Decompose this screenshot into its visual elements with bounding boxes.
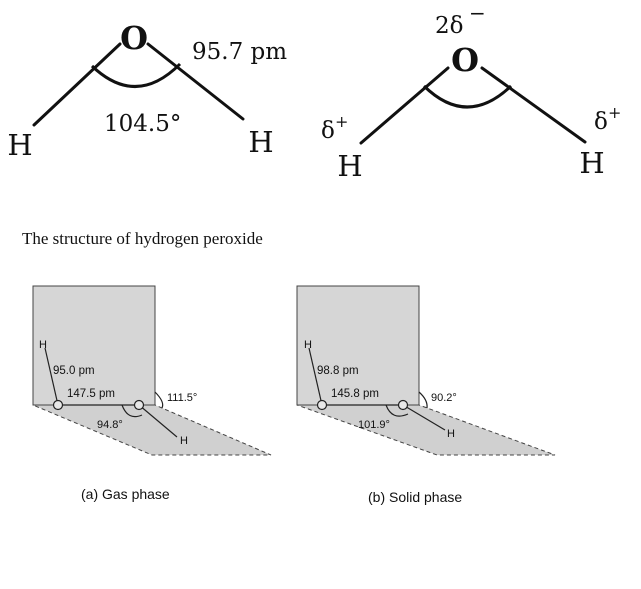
oxygen-atom-right — [133, 399, 145, 411]
bond-length-label: 95.7 pm — [192, 39, 287, 65]
hydrogen-top: H — [304, 339, 312, 351]
hydrogen-top: H — [39, 339, 47, 351]
oh-bond-upper — [44, 347, 59, 406]
ooh-angle-arc — [385, 404, 409, 417]
oxygen-partial-charge: 2δ — [435, 13, 463, 39]
ooh-angle-label: 94.8° — [97, 419, 123, 431]
ooh-angle-arc — [121, 404, 143, 418]
figure-caption: The structure of hydrogen peroxide — [22, 229, 263, 248]
gas-phase-label: (a) Gas phase — [81, 486, 170, 502]
oxygen-charge-sign: − — [469, 1, 486, 25]
oxygen-atom: O — [451, 41, 479, 79]
dihedral-angle-label: 90.2° — [431, 392, 457, 404]
hydrogen-left-charge-sign: + — [335, 112, 348, 131]
vertical-plane — [32, 285, 156, 406]
hydrogen-bottom: H — [447, 428, 455, 440]
hydrogen-left: H — [7, 128, 32, 162]
oxygen-atom-right — [397, 399, 409, 411]
oh-bond-upper — [308, 347, 323, 406]
oh-bond-right — [146, 42, 245, 121]
oh-bond-lower — [138, 404, 178, 438]
bond-angle-label: 104.5° — [104, 111, 181, 137]
dihedral-angle-label: 111.5° — [167, 392, 197, 404]
solid-phase-label: (b) Solid phase — [368, 489, 463, 505]
oh-length-label: 95.0 pm — [53, 365, 95, 377]
gas-phase-diagram: H H 95.0 pm 147.5 pm 111.5° 94.8° — [32, 285, 272, 456]
oxygen-atom-left — [316, 399, 328, 411]
hydrogen-left: H — [337, 149, 362, 183]
oh-bond-left — [359, 66, 450, 145]
oh-bond-right — [480, 66, 587, 144]
hydrogen-right: H — [579, 146, 604, 180]
horizontal-plane — [32, 404, 272, 456]
water-polarity-diagram: O 2δ − H H δ + δ + — [321, 1, 621, 183]
ooh-angle-label: 101.9° — [358, 419, 390, 431]
oh-bond-left — [32, 42, 122, 127]
oo-length-label: 147.5 pm — [67, 388, 115, 400]
oxygen-atom-left — [52, 399, 64, 411]
oh-bond-lower — [402, 404, 446, 431]
oo-length-label: 145.8 pm — [331, 388, 379, 400]
horizontal-plane — [296, 404, 556, 456]
hydrogen-bottom: H — [180, 435, 188, 447]
hydrogen-right-partial-charge: δ — [594, 109, 608, 135]
dihedral-angle-arc — [154, 391, 164, 409]
hydrogen-left-partial-charge: δ — [321, 118, 335, 144]
bond-angle-arc — [90, 62, 182, 88]
dihedral-angle-arc — [418, 391, 428, 409]
bond-angle-arc — [422, 84, 513, 109]
water-geometry-diagram: O H H 95.7 pm 104.5° — [7, 19, 287, 162]
solid-phase-diagram: H H 98.8 pm 145.8 pm 90.2° 101.9° — [296, 285, 556, 456]
hydrogen-right-charge-sign: + — [608, 103, 621, 122]
oxygen-atom: O — [120, 19, 148, 57]
hydrogen-right: H — [248, 125, 273, 159]
oh-length-label: 98.8 pm — [317, 365, 359, 377]
